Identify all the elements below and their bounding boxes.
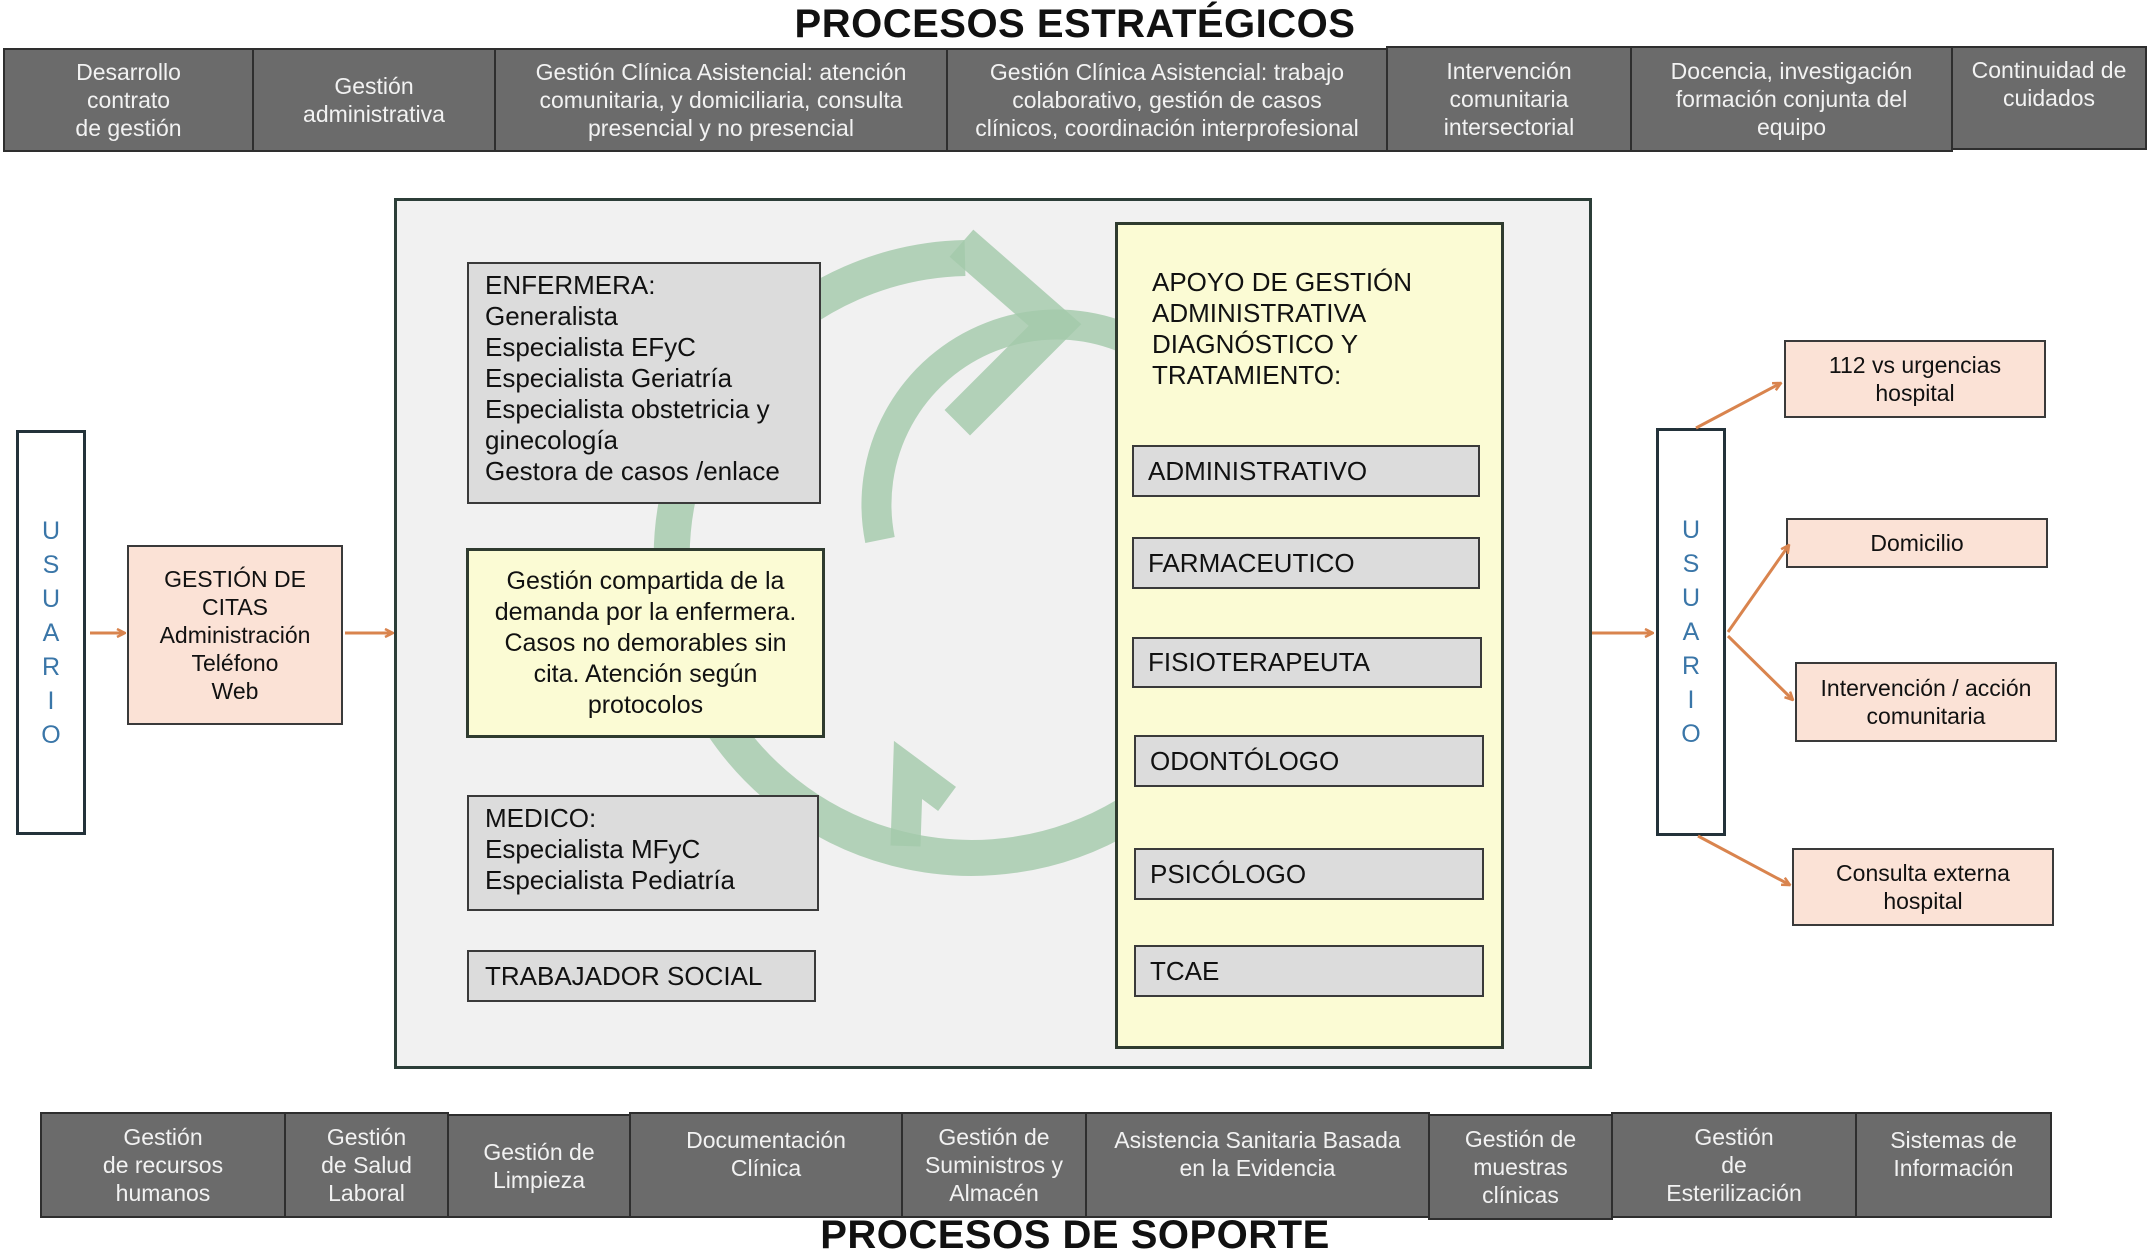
destination-urgencias: 112 vs urgencias hospital — [1784, 340, 2046, 418]
citas-line: Administración — [159, 622, 311, 648]
user-right-letter: I — [1687, 686, 1695, 714]
appointment-management-box: GESTIÓN DE CITAS Administración Teléfono… — [127, 545, 343, 725]
nurse-box: ENFERMERA: Generalista Especialista EFyC… — [467, 262, 821, 504]
support-processes-title: PROCESOS DE SOPORTE — [820, 1213, 1330, 1257]
destination-domicilio: Domicilio — [1786, 518, 2048, 568]
shared-demand-line: Casos no demorables sin — [504, 628, 787, 657]
user-right-letter: U — [1681, 516, 1701, 544]
shared-demand-box: Gestión compartida de la demanda por la … — [466, 548, 825, 738]
shared-demand-line: Gestión compartida de la — [506, 566, 785, 595]
user-left-letter: R — [41, 652, 61, 681]
destination-comunitaria: Intervención / acción comunitaria — [1795, 662, 2057, 742]
nurse-line: Especialista EFyC — [485, 332, 696, 362]
strategic-process-colaborativo: Gestión Clínica Asistencial: trabajo col… — [946, 48, 1388, 152]
citas-line: Web — [211, 678, 259, 704]
support-panel: APOYO DE GESTIÓN ADMINISTRATIVA DIAGNÓST… — [1115, 222, 1504, 1049]
user-left-letter: A — [42, 618, 60, 647]
support-process-rrhh: Gestión de recursos humanos — [40, 1112, 286, 1218]
user-right-letter: U — [1681, 584, 1701, 612]
user-left-letter: I — [47, 686, 55, 715]
doctor-box: MEDICO: Especialista MFyC Especialista P… — [467, 795, 819, 911]
strategic-process-contrato: Desarrollo contrato de gestión — [3, 48, 254, 152]
strategic-process-atencion: Gestión Clínica Asistencial: atención co… — [494, 48, 948, 152]
role-psicologo: PSICÓLOGO — [1134, 848, 1484, 900]
nurse-line: Especialista obstetricia y — [485, 394, 770, 424]
shared-demand-line: demanda por la enfermera. — [494, 597, 797, 626]
support-process-evidencia: Asistencia Sanitaria Basada en la Eviden… — [1085, 1112, 1430, 1218]
role-farmaceutico: FARMACEUTICO — [1132, 537, 1480, 589]
support-process-limpieza: Gestión de Limpieza — [447, 1114, 631, 1218]
support-process-documentacion: Documentación Clínica — [629, 1112, 903, 1218]
shared-demand-line: protocolos — [587, 690, 704, 719]
user-right: U S U A R I O — [1656, 428, 1726, 836]
arrow-to-urgencias — [1695, 381, 1781, 430]
user-left-letter: S — [42, 550, 60, 579]
user-left-letter: O — [41, 720, 61, 749]
nurse-line: Gestora de casos /enlace — [485, 456, 780, 486]
strategic-process-continuidad: Continuidad de cuidados — [1951, 46, 2147, 150]
citas-line: GESTIÓN DE — [164, 566, 306, 592]
user-right-letter: S — [1682, 550, 1700, 578]
support-panel-title-line: APOYO DE GESTIÓN — [1152, 267, 1413, 297]
user-left: U S U A R I O — [16, 430, 86, 835]
arrow-to-comunitaria — [1726, 634, 1793, 700]
strategic-process-administrativa: Gestión administrativa — [252, 48, 496, 152]
support-process-sistemas: Sistemas de Información — [1855, 1112, 2052, 1218]
support-panel-title-line: TRATAMIENTO: — [1152, 360, 1342, 390]
support-process-muestras: Gestión de muestras clínicas — [1428, 1114, 1613, 1220]
user-right-letter: R — [1681, 652, 1701, 680]
doctor-line: MEDICO: — [485, 803, 597, 833]
support-panel-title: APOYO DE GESTIÓN ADMINISTRATIVA DIAGNÓST… — [1152, 267, 1412, 391]
role-administrativo: ADMINISTRATIVO — [1132, 445, 1480, 497]
support-process-suministros: Gestión de Suministros y Almacén — [901, 1112, 1087, 1218]
role-tcae: TCAE — [1134, 945, 1484, 997]
arrow-to-domicilio — [1726, 545, 1789, 633]
user-left-letter: U — [41, 516, 61, 545]
citas-line: CITAS — [201, 594, 269, 620]
support-process-esterilizacion: Gestión de Esterilización — [1611, 1112, 1857, 1218]
cycle-arrowhead-bottom — [890, 740, 956, 847]
nurse-line: Generalista — [485, 301, 618, 331]
doctor-line: Especialista MFyC — [485, 834, 701, 864]
support-panel-title-line: ADMINISTRATIVA — [1152, 298, 1367, 328]
citas-line: Teléfono — [191, 650, 279, 676]
nurse-line: Especialista Geriatría — [485, 363, 733, 393]
support-panel-title-line: DIAGNÓSTICO Y — [1152, 329, 1359, 359]
arrow-to-consulta — [1697, 834, 1790, 887]
strategic-process-docencia: Docencia, investigación formación conjun… — [1630, 46, 1953, 152]
social-worker-label: TRABAJADOR SOCIAL — [485, 960, 763, 991]
support-process-salud-laboral: Gestión de Salud Laboral — [284, 1112, 449, 1218]
social-worker-box: TRABAJADOR SOCIAL — [467, 950, 816, 1002]
destination-consulta-externa: Consulta externa hospital — [1792, 848, 2054, 926]
nurse-line: ENFERMERA: — [485, 270, 656, 300]
user-right-letter: A — [1682, 618, 1700, 646]
role-odontologo: ODONTÓLOGO — [1134, 735, 1484, 787]
strategic-process-intersectorial: Intervención comunitaria intersectorial — [1386, 46, 1632, 152]
nurse-line: ginecología — [485, 425, 618, 455]
user-right-letter: O — [1681, 720, 1701, 748]
strategic-processes-title: PROCESOS ESTRATÉGICOS — [794, 2, 1356, 46]
shared-demand-line: cita. Atención según — [533, 659, 758, 688]
role-fisioterapeuta: FISIOTERAPEUTA — [1132, 637, 1482, 688]
user-left-letter: U — [41, 584, 61, 613]
doctor-line: Especialista Pediatría — [485, 865, 736, 895]
